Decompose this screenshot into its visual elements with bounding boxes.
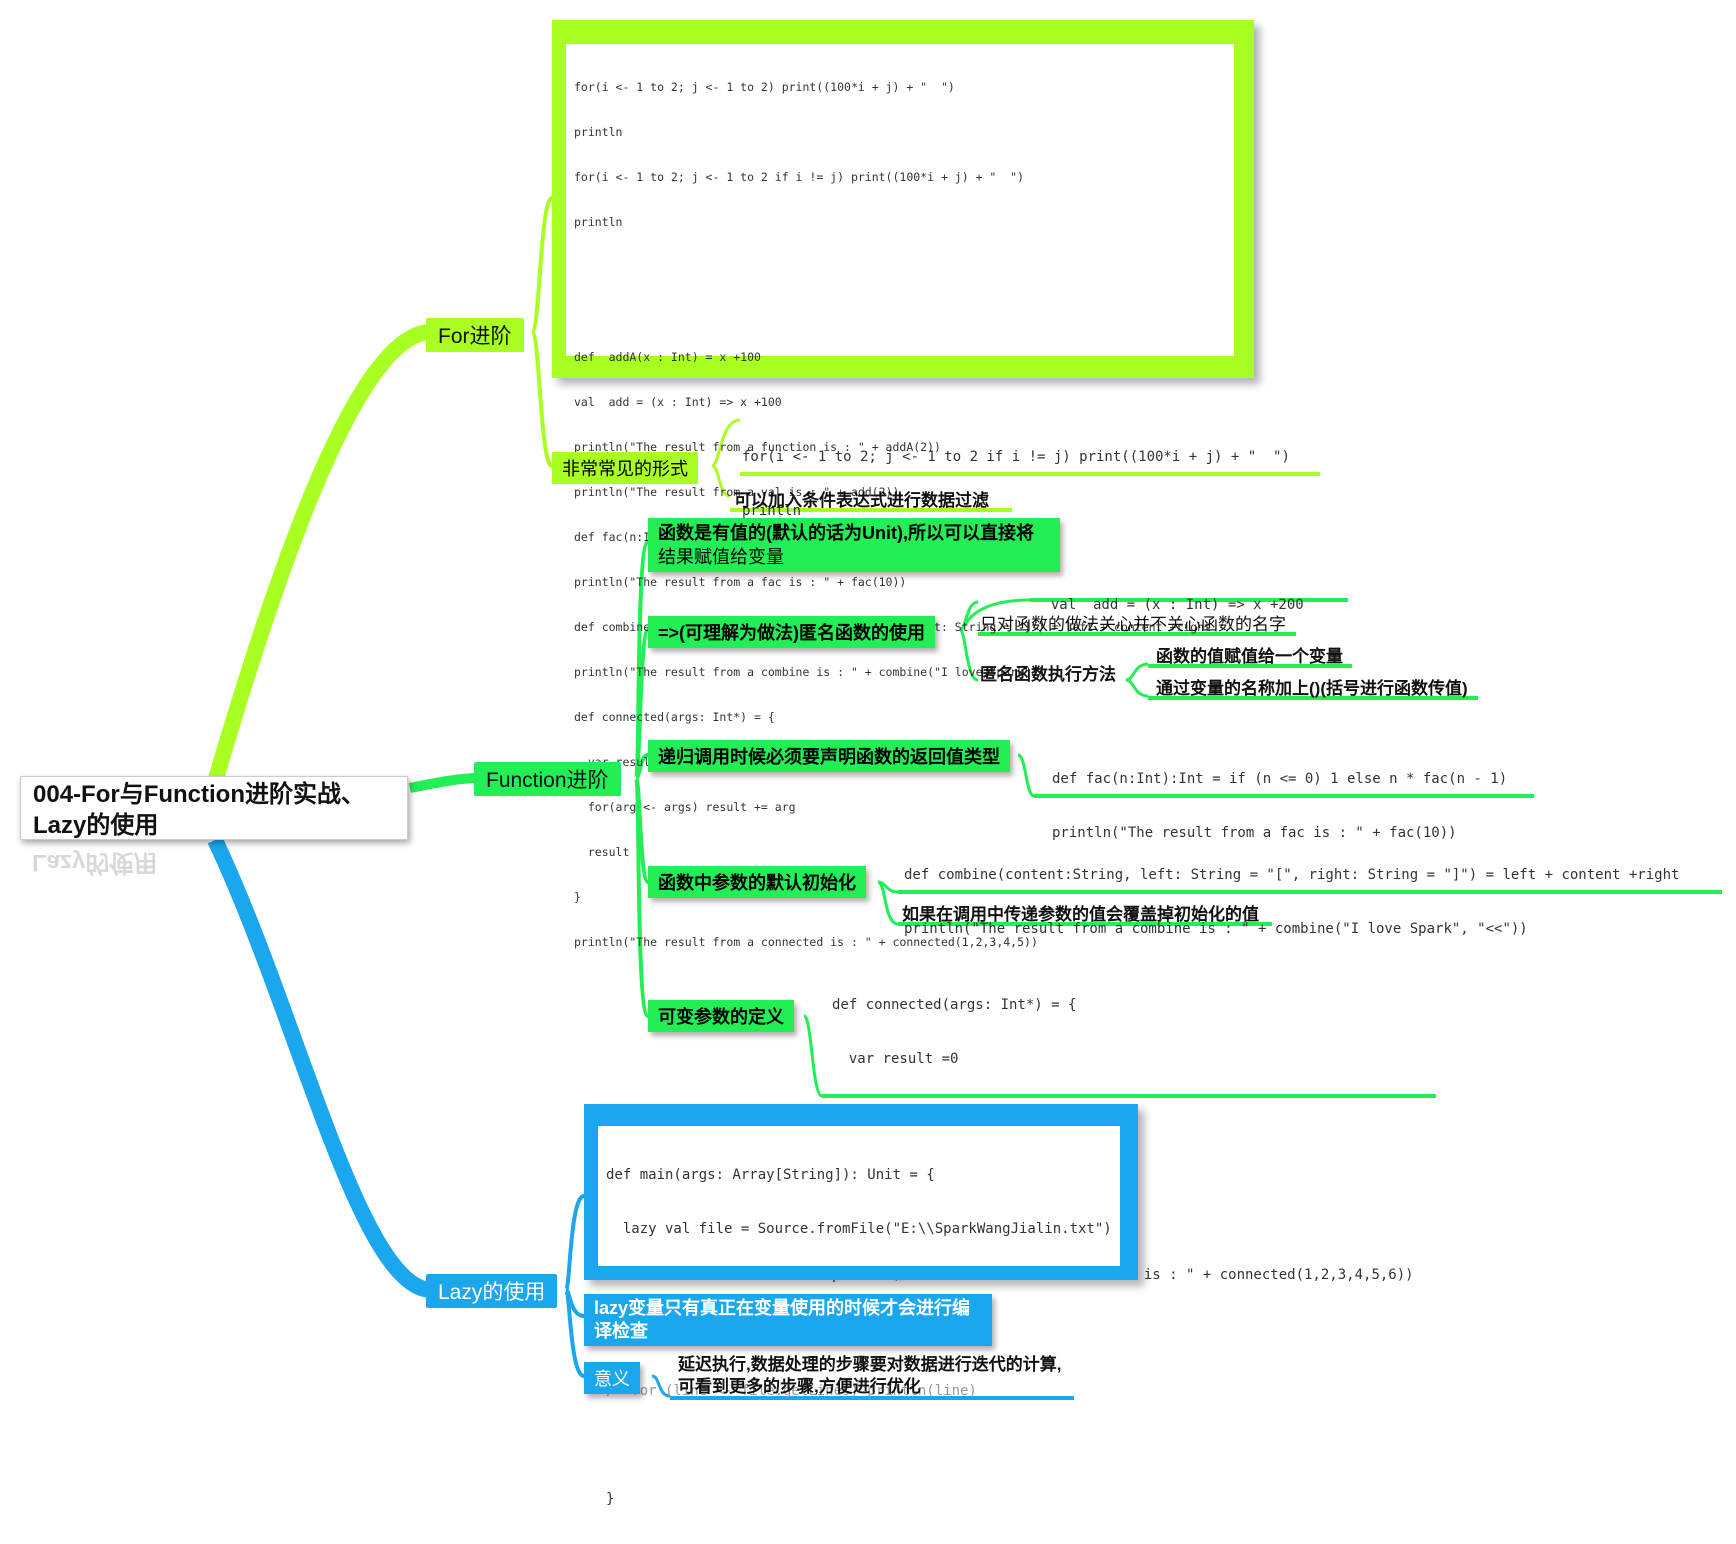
for-code-line — [574, 260, 1211, 275]
underline-anon-child2 — [1148, 696, 1478, 700]
underline-common-code — [740, 472, 1320, 476]
for-code-line: for(arg <- args) result += arg — [574, 800, 796, 814]
for-code-line: result — [574, 845, 630, 859]
for-code-line: } — [574, 890, 581, 904]
subtopic-recursion-return-type[interactable]: 递归调用时候必须要声明函数的返回值类型 — [648, 740, 1010, 772]
anon-note-name[interactable]: 只对函数的做法关心并不关心函数的名字 — [980, 615, 1286, 634]
recursion-code-line: println("The result from a fac is : " + … — [1052, 825, 1457, 841]
underline-varargs-code — [822, 1094, 1436, 1098]
for-code-line: println — [574, 215, 623, 229]
for-code-line: for(i <- 1 to 2; j <- 1 to 2 if i != j) … — [574, 170, 1025, 184]
lazy-code-line: } — [606, 1491, 615, 1507]
common-form-code: for(i <- 1 to 2; j <- 1 to 2 if i != j) … — [742, 412, 1290, 538]
lazy-code-line — [606, 1436, 1112, 1454]
default-params-note[interactable]: 如果在调用中传递参数的值会覆盖掉初始化的值 — [902, 905, 1259, 924]
for-code-frame: for(i <- 1 to 2; j <- 1 to 2) print((100… — [552, 20, 1254, 949]
underline-meaning-note — [670, 1396, 1074, 1400]
default-params-code: def combine(content:String, left: String… — [904, 830, 1679, 956]
default-code-line: println("The result from a combine is : … — [904, 921, 1528, 937]
varargs-code-line: def connected(args: Int*) = { — [832, 997, 1077, 1013]
recursion-code-line: def fac(n:Int):Int = if (n <= 0) 1 else … — [1052, 771, 1508, 787]
for-code-line: println("The result from a function is :… — [574, 440, 941, 454]
anon-exec-child-call[interactable]: 通过变量的名称加上()(括号进行函数传值) — [1156, 679, 1468, 698]
lazy-code-line — [606, 1274, 1112, 1292]
for-code-line: val add = (x : Int) => x +100 — [574, 395, 782, 409]
for-code-line: println("The result from a combine is : … — [574, 665, 1045, 679]
for-code-line: println("The result from a val is : " + … — [574, 485, 900, 499]
subtopic-anonymous-function[interactable]: =>(可理解为做法)匿名函数的使用 — [648, 616, 936, 648]
varargs-code-line: var result =0 — [832, 1051, 959, 1067]
subtopic-lazy-check[interactable]: lazy变量只有真正在变量使用的时候才会进行编 译检查 — [584, 1294, 992, 1346]
for-code-line: println — [574, 125, 623, 139]
subtopic-varargs[interactable]: 可变参数的定义 — [648, 1000, 794, 1032]
for-code-line: println("The result from a connected is … — [574, 935, 1038, 949]
root-title: 004-For与Function进阶实战、Lazy的使用 — [33, 781, 366, 839]
subtopic-default-params[interactable]: 函数中参数的默认初始化 — [648, 866, 866, 898]
for-code-line: for(i <- 1 to 2; j <- 1 to 2) print((100… — [574, 80, 955, 94]
root-reflection: Lazy的使用 — [32, 849, 158, 876]
lazy-code-frame: def main(args: Array[String]): Unit = { … — [584, 1104, 1138, 1507]
common-code-line: println — [742, 503, 802, 519]
underline-anon-note1 — [978, 632, 1296, 636]
underline-anon-child1 — [1148, 664, 1352, 668]
meaning-note[interactable]: 延迟执行,数据处理的步骤要对数据进行迭代的计算, 可看到更多的步骤,方便进行优化 — [678, 1355, 1062, 1396]
subtopic-meaning[interactable]: 意义 — [584, 1362, 640, 1394]
subtopic-function-has-value[interactable]: 函数是有值的(默认的话为Unit),所以可以直接将 结果赋值给变量 — [648, 518, 1060, 572]
topic-function-advanced[interactable]: Function进阶 — [474, 762, 621, 796]
underline-recursion-code — [1034, 794, 1534, 798]
anon-code: val add = (x : Int) => x +200 — [1050, 597, 1304, 613]
filter-note[interactable]: 可以加入条件表达式进行数据过滤 — [734, 491, 989, 510]
recursion-code: def fac(n:Int):Int = if (n <= 0) 1 else … — [1052, 734, 1507, 860]
for-code-line: def connected(args: Int*) = { — [574, 710, 775, 724]
lazy-code-line: def main(args: Array[String]): Unit = { — [606, 1167, 935, 1183]
anon-exec-child-assign[interactable]: 函数的值赋值给一个变量 — [1156, 647, 1343, 666]
for-code-line — [574, 305, 1211, 320]
for-code-line: println("The result from a fac is : " + … — [574, 575, 907, 589]
underline-anon-code — [1030, 598, 1348, 602]
underline-default-code — [898, 890, 1722, 894]
root-topic[interactable]: 004-For与Function进阶实战、Lazy的使用 — [20, 776, 408, 840]
anon-exec-method[interactable]: 匿名函数执行方法 — [980, 665, 1116, 684]
topic-lazy-usage[interactable]: Lazy的使用 — [426, 1274, 558, 1308]
subtopic-common-form[interactable]: 非常常见的形式 — [552, 452, 698, 484]
underline-filter-note — [730, 508, 1012, 512]
topic-for-advanced[interactable]: For进阶 — [426, 318, 524, 352]
connector-lines — [207, 196, 1149, 1398]
default-code-line: def combine(content:String, left: String… — [904, 867, 1680, 883]
lazy-code-line: lazy val file = Source.fromFile("E:\\Spa… — [606, 1221, 1112, 1237]
common-code-line: for(i <- 1 to 2; j <- 1 to 2 if i != j) … — [742, 449, 1290, 465]
underline-default-note — [898, 922, 1272, 926]
for-code-line: def addA(x : Int) = x +100 — [574, 350, 761, 364]
